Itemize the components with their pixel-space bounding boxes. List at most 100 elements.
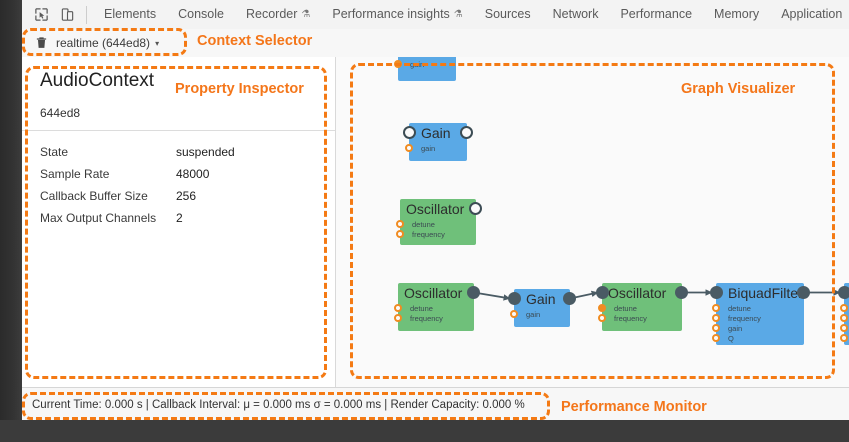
- graph-node-param-detune: detune: [614, 304, 637, 313]
- chevron-down-icon[interactable]: ▾: [155, 38, 160, 48]
- tab-performance[interactable]: Performance: [609, 0, 703, 29]
- experimental-flask-icon: ⚗: [301, 9, 311, 20]
- toolbar-divider: [86, 5, 87, 24]
- window-left-frame: [0, 0, 22, 442]
- graph-port-param-frequency[interactable]: [840, 314, 848, 322]
- property-inspector-panel: AudioContext 644ed8 State suspended Samp…: [22, 57, 336, 387]
- tab-recorder-label: Recorder: [245, 7, 298, 21]
- graph-node-param-Q: Q: [728, 334, 734, 343]
- graph-node-title: BiquadFilter: [728, 285, 803, 301]
- context-selector-toolbar: realtime (644ed8) ▾: [22, 29, 849, 58]
- table-row: Sample Rate 48000: [40, 163, 235, 185]
- performance-monitor-text: Current Time: 0.000 s | Callback Interva…: [32, 398, 525, 411]
- graph-port-param-Q[interactable]: [840, 334, 848, 342]
- experimental-flask-icon: ⚗: [453, 9, 463, 20]
- graph-port-input[interactable]: [710, 286, 723, 299]
- graph-port-param-frequency[interactable]: [396, 230, 404, 238]
- graph-port-input[interactable]: [838, 286, 849, 299]
- graph-node-gain-1[interactable]: Gain gain: [508, 289, 576, 327]
- tab-memory-label: Memory: [714, 7, 760, 21]
- graph-port-input[interactable]: [403, 126, 416, 139]
- graph-node-param-detune: detune: [728, 304, 751, 313]
- tab-recorder[interactable]: Recorder ⚗: [235, 0, 321, 29]
- tab-console[interactable]: Console: [167, 0, 235, 29]
- graph-port-input[interactable]: [508, 292, 521, 305]
- graph-port-output[interactable]: [460, 126, 473, 139]
- devtools-tab-bar: Elements Console Recorder ⚗ Performance …: [22, 0, 849, 30]
- graph-node-param-gain: gain: [526, 310, 541, 319]
- context-selector-value[interactable]: realtime (644ed8): [56, 36, 151, 50]
- tab-elements[interactable]: Elements: [93, 0, 167, 29]
- graph-node-param-frequency: frequency: [410, 314, 443, 323]
- performance-monitor-bar: Current Time: 0.000 s | Callback Interva…: [22, 387, 849, 420]
- graph-port-param-detune[interactable]: [840, 304, 848, 312]
- graph-port-param-frequency[interactable]: [598, 314, 606, 322]
- graph-port-param-detune[interactable]: [712, 304, 720, 312]
- graph-port-param-detune[interactable]: [598, 304, 606, 312]
- tab-elements-label: Elements: [104, 7, 157, 21]
- graph-node-title: Oscillator: [404, 285, 463, 301]
- graph-port-output[interactable]: [469, 202, 482, 215]
- graph-port-output[interactable]: [675, 286, 688, 299]
- graph-port-param-frequency[interactable]: [394, 314, 402, 322]
- property-table: State suspended Sample Rate 48000 Callba…: [40, 141, 235, 229]
- trash-icon[interactable]: [30, 32, 52, 54]
- graph-node-title: Oscillator: [608, 285, 667, 301]
- graph-node-param-gain: gain: [410, 60, 425, 69]
- graph-node-gain-mid[interactable]: Gain gain: [403, 123, 473, 161]
- property-value: suspended: [176, 145, 235, 159]
- tab-network-label: Network: [552, 7, 599, 21]
- property-key: Max Output Channels: [40, 211, 157, 225]
- graph-node-param-frequency: frequency: [614, 314, 647, 323]
- graph-edge-osc-1-to-gain-1: [473, 291, 511, 301]
- tab-memory[interactable]: Memory: [703, 0, 770, 29]
- context-id: 644ed8: [40, 106, 81, 120]
- graph-port-param-gain[interactable]: [394, 60, 402, 68]
- property-value: 256: [176, 189, 197, 203]
- graph-port-output[interactable]: [563, 292, 576, 305]
- graph-port-param-gain[interactable]: [405, 144, 413, 152]
- graph-node-title: Oscillator: [406, 201, 465, 217]
- inspect-element-icon[interactable]: [28, 2, 54, 28]
- graph-node-title: Gain: [421, 125, 451, 141]
- devtools-panel: Elements Console Recorder ⚗ Performance …: [22, 0, 849, 420]
- annotation-label-context-selector: Context Selector: [197, 33, 313, 49]
- graph-port-output[interactable]: [467, 286, 480, 299]
- table-row: Max Output Channels 2: [40, 207, 235, 229]
- tab-console-label: Console: [178, 7, 224, 21]
- property-key: Sample Rate: [40, 167, 110, 181]
- tab-performance-insights[interactable]: Performance insights ⚗: [321, 0, 473, 29]
- graph-port-output[interactable]: [797, 286, 810, 299]
- graph-port-param-detune[interactable]: [394, 304, 402, 312]
- graph-port-param-gain[interactable]: [510, 310, 518, 318]
- graph-port-param-Q[interactable]: [712, 334, 720, 342]
- tab-sources-label: Sources: [484, 7, 531, 21]
- property-key: Callback Buffer Size: [40, 189, 148, 203]
- graph-node-param-detune: detune: [410, 304, 433, 313]
- annotation-label-performance-monitor: Performance Monitor: [561, 399, 707, 415]
- graph-port-param-gain[interactable]: [712, 324, 720, 332]
- annotation-label-graph-visualizer: Graph Visualizer: [681, 81, 796, 97]
- graph-node-param-gain: gain: [728, 324, 743, 333]
- device-toolbar-icon[interactable]: [54, 2, 80, 28]
- graph-port-param-frequency[interactable]: [712, 314, 720, 322]
- graph-visualizer-canvas[interactable]: GaingainGaingainOscillatordetunefrequenc…: [336, 57, 849, 387]
- property-value: 2: [176, 211, 183, 225]
- tab-sources[interactable]: Sources: [474, 0, 542, 29]
- tab-network[interactable]: Network: [542, 0, 610, 29]
- graph-node-title: Gain: [526, 291, 556, 307]
- graph-port-param-gain[interactable]: [840, 324, 848, 332]
- tab-application-label: Application: [781, 7, 843, 21]
- graph-port-input[interactable]: [596, 286, 609, 299]
- graph-port-param-detune[interactable]: [396, 220, 404, 228]
- graph-node-param-gain: gain: [421, 144, 436, 153]
- tab-performance-label: Performance: [620, 7, 693, 21]
- tab-application[interactable]: Application: [770, 0, 849, 29]
- annotation-label-property-inspector: Property Inspector: [175, 81, 304, 97]
